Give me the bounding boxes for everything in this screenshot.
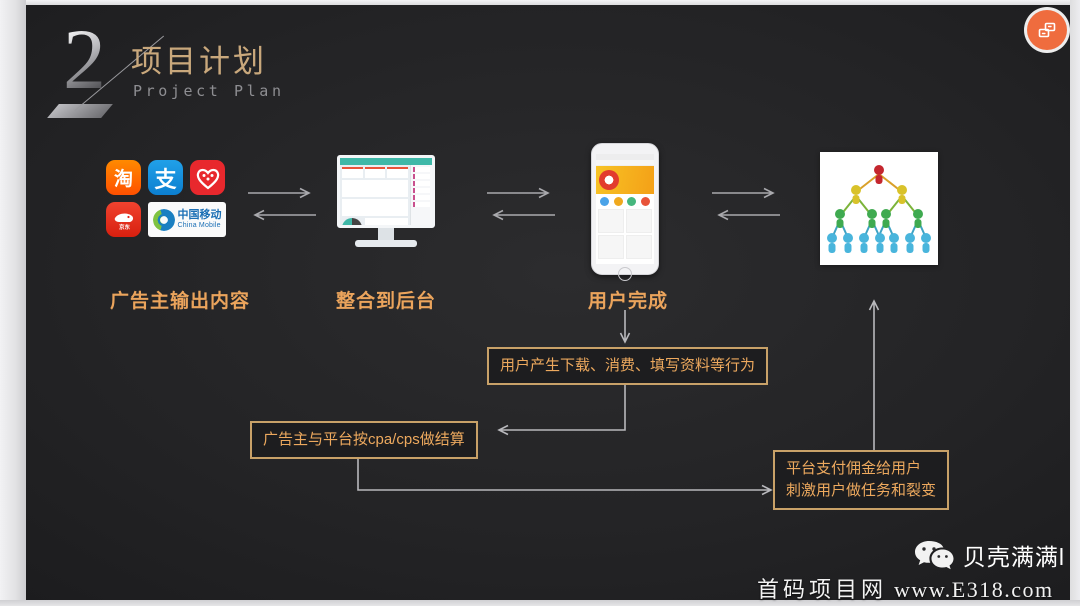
bidirectional-arrow-2 [487, 186, 555, 224]
arrow-pair-icon [248, 187, 316, 221]
slide-frame-bottom [0, 600, 1080, 606]
bidirectional-arrow-1 [248, 186, 316, 224]
callout-settlement: 广告主与平台按cpa/cps做结算 [250, 421, 478, 459]
connector-commission-to-network [868, 299, 880, 450]
china-mobile-name-en: China Mobile [177, 221, 221, 229]
card-transfer-badge-button[interactable] [1027, 10, 1067, 50]
user-smartphone [591, 143, 659, 281]
card-transfer-icon [1038, 22, 1056, 38]
callout-commission-line1: 平台支付佣金给用户 [786, 460, 922, 477]
connector-user-to-actions [619, 310, 631, 344]
stage-label-backend: 整合到后台 [336, 291, 437, 312]
app-category-icons [596, 194, 654, 209]
phone-body [591, 143, 659, 281]
hierarchy-people-icon [827, 165, 931, 253]
site-name-cn: 首码项目网 [757, 577, 888, 602]
backend-dashboard-monitor [337, 155, 435, 247]
wechat-account-name: 贝壳满满l [962, 544, 1065, 570]
app-search-bar [596, 160, 654, 166]
wechat-watermark: 贝壳满满l [914, 538, 1065, 572]
logo-row-top: 淘 支 [106, 160, 226, 195]
slide-frame-left [0, 0, 26, 606]
dashboard-side-panel [410, 165, 432, 225]
app-product-grid-row-2 [596, 235, 654, 259]
dashboard-table [365, 218, 408, 225]
stage-label-advertiser: 广告主输出内容 [110, 291, 251, 312]
china-mobile-mark-icon [152, 208, 175, 231]
connector-settlement-to-commission [357, 456, 773, 496]
phone-screen [596, 154, 654, 264]
heart-icon [196, 168, 219, 189]
dashboard-pie-chart [342, 218, 362, 225]
network-pyramid-diagram [820, 152, 938, 265]
alipay-glyph: 支 [154, 166, 177, 192]
app-product-grid-row-1 [596, 209, 654, 233]
pyramid-nodes [827, 165, 931, 253]
logo-row-bottom: 京东 中国移动 China Mobile [106, 202, 226, 237]
slide-frame-top [0, 0, 1080, 5]
arrow-pair-icon [487, 187, 555, 221]
page-title: 项目计划 [131, 44, 267, 79]
monitor-neck [378, 228, 394, 240]
jd-dog-icon: 京东 [114, 213, 133, 231]
svg-text:京东: 京东 [119, 223, 131, 231]
china-mobile-name-cn: 中国移动 [177, 209, 222, 222]
slide-frame-right [1070, 0, 1080, 606]
site-url: www.E318.com [894, 577, 1054, 602]
stage-label-user: 用户完成 [588, 291, 669, 312]
china-mobile-logo: 中国移动 China Mobile [148, 202, 226, 237]
monitor-screen [337, 155, 435, 228]
taobao-logo-icon: 淘 [106, 160, 141, 195]
phone-home-button [618, 267, 632, 281]
dashboard-line-chart [342, 180, 408, 197]
dashboard-main-panel [340, 165, 410, 225]
advertiser-brand-logos: 淘 支 京东 [106, 160, 226, 244]
callout-commission: 平台支付佣金给用户 刺激用户做任务和裂变 [773, 450, 950, 510]
dashboard-line-chart-2 [342, 199, 408, 216]
wechat-icon [914, 540, 954, 569]
callout-commission-line2: 刺激用户做任务和裂变 [786, 481, 937, 499]
connector-actions-to-settlement [497, 378, 626, 436]
bidirectional-arrow-3 [712, 186, 780, 224]
slide-header: 2 项目计划 Project Plan [45, 16, 465, 122]
taobao-glyph: 淘 [113, 169, 133, 190]
app-promo-banner [596, 166, 654, 194]
arrow-pair-icon [712, 187, 780, 221]
site-watermark: 首码项目网 www.E318.com [757, 572, 1054, 604]
alipay-logo-icon: 支 [148, 160, 183, 195]
app-status-bar [596, 154, 654, 160]
monitor-base [355, 240, 417, 247]
dashboard-topbar [340, 158, 432, 165]
section-number: 2 [63, 11, 106, 107]
jd-logo-icon: 京东 [106, 202, 141, 237]
callout-user-actions: 用户产生下载、消费、填写资料等行为 [487, 347, 769, 385]
heart-logo-icon [190, 160, 225, 195]
page-subtitle: Project Plan [133, 82, 285, 100]
